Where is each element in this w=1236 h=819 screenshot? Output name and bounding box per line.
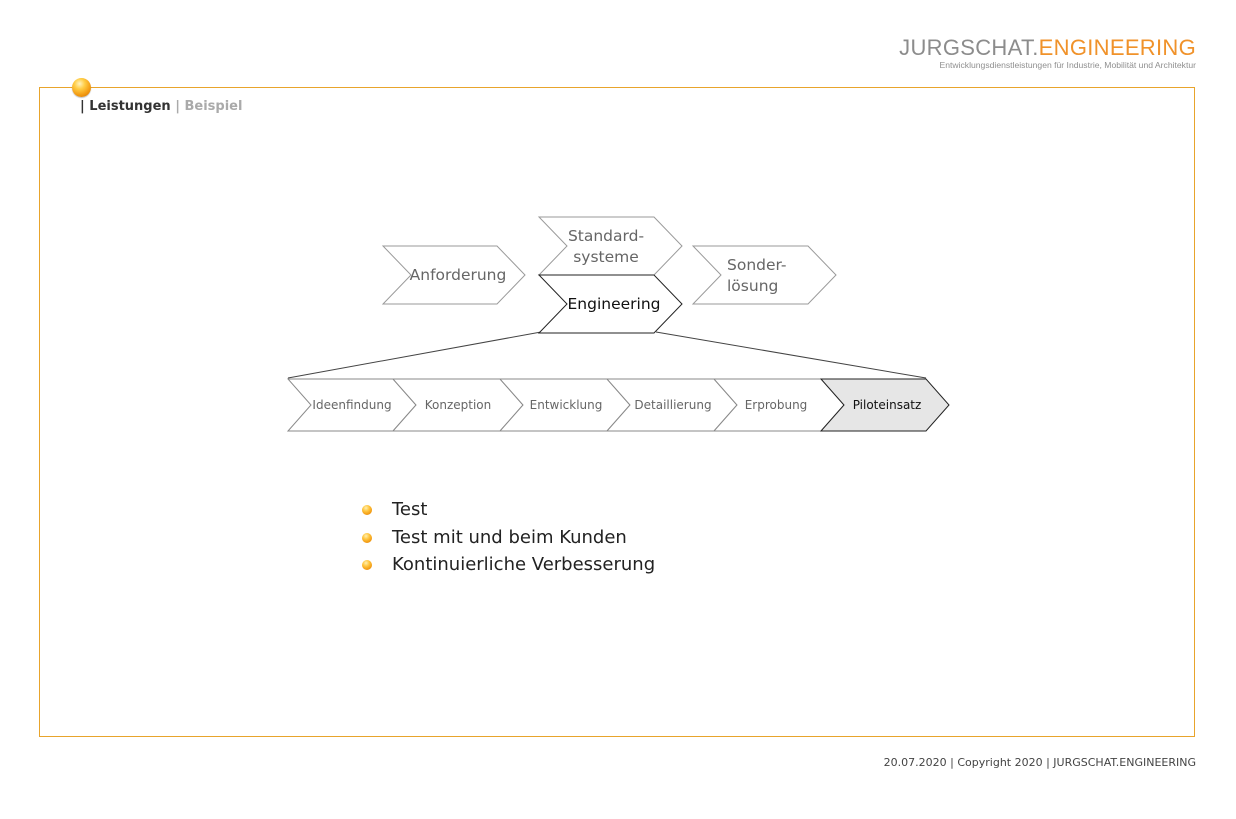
process-label-piloteinsatz: Piloteinsatz [853, 398, 922, 412]
chevron-label-sonderloesung-1: Sonder- [727, 256, 787, 274]
process-row: Ideenfindung Konzeption Entwicklung Deta… [286, 378, 950, 432]
logo-title: JURGSCHAT.ENGINEERING [899, 36, 1196, 60]
list-item: Kontinuierliche Verbesserung [362, 551, 655, 579]
bullet-text: Test [392, 499, 428, 520]
process-label-konzeption: Konzeption [425, 398, 492, 412]
chevron-label-sonderloesung-2: lösung [727, 277, 778, 295]
logo-tagline: Entwicklungsdienstleistungen für Industr… [939, 60, 1196, 70]
bullet-icon [362, 560, 372, 570]
process-label-entwicklung: Entwicklung [530, 398, 603, 412]
list-item: Test mit und beim Kunden [362, 524, 655, 552]
bullet-icon [362, 532, 372, 543]
chevron-sonderloesung[interactable] [691, 245, 837, 305]
bullet-list: Test Test mit und beim Kunden Kontinuier… [362, 496, 655, 579]
logo-name-part1: JURGSCHAT. [899, 35, 1039, 60]
bullet-icon [362, 505, 372, 515]
list-item: Test [362, 496, 655, 524]
process-step-piloteinsatz[interactable] [819, 378, 950, 432]
chevron-anforderung[interactable] [381, 245, 526, 305]
bullet-text: Kontinuierliche Verbesserung [392, 554, 656, 575]
breadcrumb-sub[interactable]: Beispiel [184, 99, 243, 114]
chevron-engineering[interactable] [537, 274, 683, 334]
breadcrumb-current[interactable]: Leistungen [89, 99, 171, 114]
breadcrumb-separator-2: | [175, 99, 180, 114]
chevron-label-anforderung: Anforderung [410, 266, 507, 284]
chevron-label-engineering: Engineering [568, 295, 661, 313]
logo-name-part2: ENGINEERING [1038, 35, 1196, 60]
logo: JURGSCHAT.ENGINEERING Entwicklungsdienst… [899, 36, 1196, 71]
process-label-ideenfindung: Ideenfindung [312, 398, 391, 412]
bullet-text: Test mit und beim Kunden [392, 526, 627, 548]
chevron-label-standardsysteme-1: Standard- [568, 227, 644, 245]
chevron-standardsysteme[interactable] [537, 216, 683, 276]
content-frame [39, 87, 1195, 737]
footer-copyright: 20.07.2020 | Copyright 2020 | JURGSCHAT.… [883, 756, 1196, 769]
orange-orb-icon [72, 78, 91, 97]
chevron-label-standardsysteme-2: systeme [573, 248, 639, 266]
funnel-line-left [287, 331, 542, 379]
breadcrumb: | Leistungen | Beispiel [80, 99, 242, 114]
process-label-erprobung: Erprobung [745, 398, 808, 412]
process-label-detaillierung: Detaillierung [634, 398, 711, 412]
breadcrumb-separator: | [80, 99, 85, 114]
funnel-line-right [655, 331, 927, 379]
